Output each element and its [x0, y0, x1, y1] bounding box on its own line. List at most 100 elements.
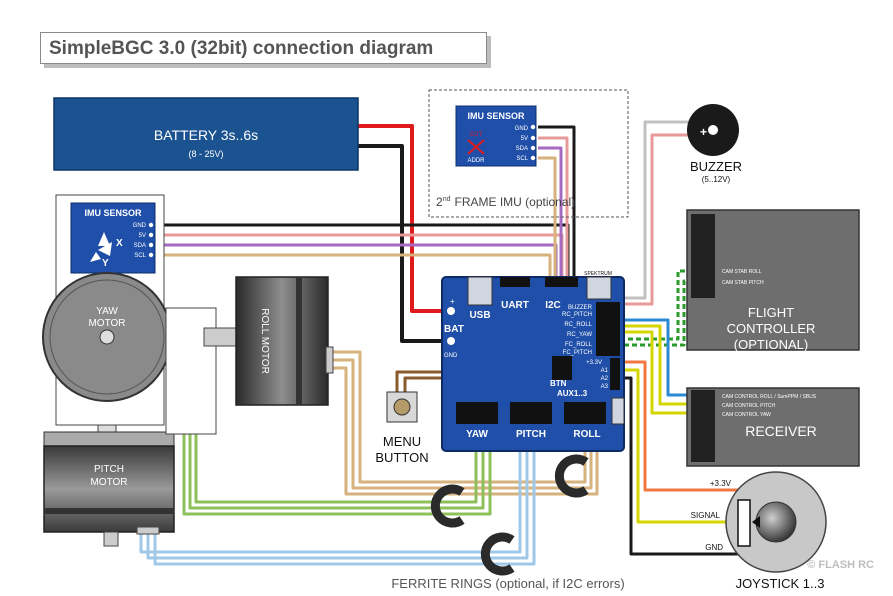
watermark: © FLASH RC — [807, 559, 874, 571]
joystick-signal: SIGNAL — [691, 511, 721, 520]
frame-imu-pin: SCL — [516, 156, 528, 162]
main-imu-y: Y — [102, 258, 109, 269]
flight-controller: CAM STAB ROLL CAM STAB PITCH FLIGHT CONT… — [686, 209, 860, 352]
pin-label: BUZZER — [568, 305, 593, 311]
receiver: CAM CONTROL ROLL / SumPPM / SBUS CAM CON… — [686, 387, 860, 467]
yaw-motor-hub — [99, 329, 115, 345]
push-button-icon — [393, 398, 411, 416]
frame-imu-pin: SDA — [516, 146, 528, 152]
receiver-pin-label: CAM CONTROL PITCH — [722, 403, 776, 409]
fc-pin-label: CAM STAB PITCH — [722, 280, 764, 286]
ferrite-ring-icon — [430, 484, 465, 528]
aux-label: AUX1..3 — [557, 389, 588, 398]
pitch-motor-body — [43, 445, 175, 533]
rx-wire-roll — [622, 318, 693, 397]
joystick-knob-icon — [755, 501, 797, 543]
roll-wire-1 — [331, 350, 587, 484]
main-imu-title: IMU SENSOR — [84, 208, 142, 218]
frame-imu-wire-scl — [538, 156, 557, 277]
pitch-motor-label: MOTOR — [90, 477, 127, 488]
fc-label: CONTROLLER — [727, 321, 816, 336]
page-title: SimpleBGC 3.0 (32bit) connection diagram — [49, 38, 434, 59]
receiver-pin-label: CAM CONTROL ROLL / SumPPM / SBUS — [722, 394, 817, 400]
frame-imu-wire-sda — [538, 146, 563, 277]
battery-range: (8 - 25V) — [188, 149, 223, 159]
fc-label: (OPTIONAL) — [734, 337, 808, 352]
pitch-motor-label: PITCH — [94, 464, 124, 475]
driver-chip-yaw — [456, 402, 498, 424]
bat-label: BAT — [444, 324, 464, 335]
a-pin-label: A3 — [601, 384, 609, 390]
pin-label: RC_ROLL — [564, 322, 592, 328]
yaw-motor-label: YAW — [96, 306, 118, 317]
buzzer-range: (5..12V) — [702, 175, 731, 184]
axis-arrow-icon — [98, 242, 112, 256]
buzzer-label: BUZZER — [690, 159, 742, 174]
driver-chip-roll — [564, 402, 606, 424]
joystick: +3.3V SIGNAL GND JOYSTICK 1..3 — [691, 471, 827, 591]
ferrite-rings — [430, 454, 589, 576]
roll-wire-2 — [331, 358, 593, 490]
pin-label: RC_PITCH — [562, 312, 592, 318]
menu-button: MENU BUTTON — [375, 391, 429, 465]
aux-header — [552, 356, 572, 380]
port-label-roll: ROLL — [573, 429, 600, 440]
uart-header — [500, 277, 530, 287]
frame-imu-pin: 5V — [521, 136, 528, 142]
yaw-assembly: IMU SENSOR GND 5V SDA SCL X Y YAW MOTOR — [42, 194, 175, 440]
frame-imu-cut: CUT — [470, 132, 483, 138]
main-imu-pin: GND — [133, 223, 147, 229]
joystick-v33: +3.3V — [710, 479, 732, 488]
title-box: SimpleBGC 3.0 (32bit) connection diagram — [40, 32, 487, 64]
rx-wire-yaw — [622, 330, 693, 415]
roll-bracket — [165, 307, 217, 435]
receiver-box — [686, 387, 860, 467]
rx-wire-pitch — [622, 324, 693, 406]
pitch-wire-1 — [139, 452, 522, 554]
i2c-label: I2C — [545, 300, 561, 311]
buzzer-plus: + — [700, 125, 707, 139]
frame-imu-wire-5v — [538, 136, 569, 277]
frame-imu-pin: GND — [515, 126, 529, 132]
roll-motor-label: ROLL MOTOR — [259, 308, 270, 374]
axis-arrow-icon — [90, 252, 101, 262]
battery: BATTERY 3s..6s (8 - 25V) — [53, 97, 359, 171]
fc-pin-label: CAM STAB ROLL — [722, 269, 762, 275]
frame-imu-title: IMU SENSOR — [467, 111, 525, 121]
frame-imu-wire-gnd — [538, 125, 576, 277]
roll-motor-body — [235, 276, 329, 406]
spektrum-label: SPEKTRUM — [584, 271, 612, 277]
imu-wire-gnd — [155, 223, 570, 277]
roll-wire-3 — [331, 366, 599, 496]
battery-wire-red — [358, 124, 443, 313]
buzzer-wire-gray — [622, 120, 693, 300]
menu-button-label: MENU — [383, 434, 421, 449]
axis-arrow-icon — [98, 232, 110, 246]
imu-wire-sda — [155, 243, 558, 277]
buzzer: + BUZZER (5..12V) — [687, 104, 742, 184]
receiver-pin-header — [691, 390, 715, 462]
ferrite-ring-icon — [554, 454, 589, 498]
roll-motor: ROLL MOTOR — [165, 276, 334, 435]
driver-chip-pitch — [510, 402, 552, 424]
i2c-header — [545, 277, 578, 287]
main-imu-board — [70, 202, 156, 274]
fc-wire-pitch — [622, 279, 693, 347]
port-label-yaw: YAW — [466, 429, 488, 440]
port-label-pitch: PITCH — [516, 429, 546, 440]
joystick-label: JOYSTICK 1..3 — [736, 576, 825, 591]
pin-label: FC_ROLL — [565, 342, 593, 348]
receiver-pin-label: CAM CONTROL YAW — [722, 412, 771, 418]
imu-wire-scl — [155, 253, 552, 277]
btn-label: BTN — [550, 379, 567, 388]
a-pin-label: A2 — [601, 376, 609, 382]
yaw-motor-label: MOTOR — [88, 318, 125, 329]
buzzer-wire-pink — [622, 133, 693, 306]
frame-imu-board — [455, 105, 537, 167]
main-imu-pin: 5V — [139, 233, 146, 239]
usb-connector — [467, 276, 493, 306]
pin-label: FC_PITCH — [563, 350, 592, 356]
potentiometer-icon — [737, 499, 751, 547]
side-connector — [611, 397, 625, 425]
